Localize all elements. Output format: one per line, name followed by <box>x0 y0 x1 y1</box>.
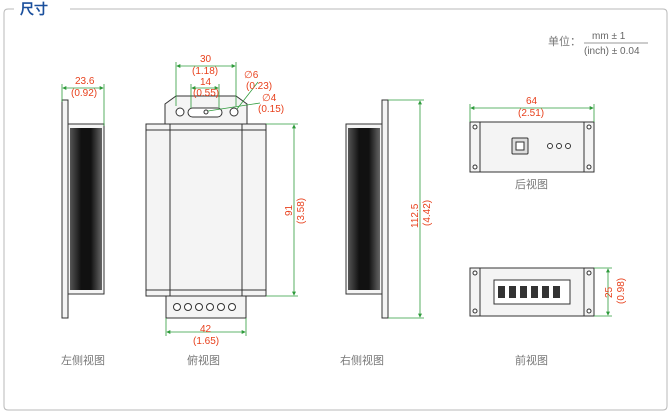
top-height-mm: 91 <box>284 204 295 216</box>
right-view-label: 右侧视图 <box>340 353 384 367</box>
right-side-view: 112.5 (4.42) 右侧视图 <box>340 99 433 367</box>
left-width-mm: 23.6 <box>75 76 95 87</box>
unit-label: 单位： <box>548 34 581 48</box>
unit-denominator: (inch) ± 0.04 <box>584 46 640 57</box>
led-icon <box>547 143 553 149</box>
right-height-in: (4.42) <box>422 200 433 226</box>
top-slot-mm: 14 <box>200 77 212 88</box>
rear-view-label: 后视图 <box>515 177 548 191</box>
top-hole-dia-mm: ∅6 <box>244 70 259 81</box>
top-slot-in: (0.55) <box>193 88 219 99</box>
front-view: 25 (0.98) 前视图 <box>469 267 627 367</box>
rear-view: 64 (2.51) 后视图 <box>469 96 595 191</box>
top-hole-span-mm: 30 <box>200 54 212 65</box>
top-hole-span-in: (1.18) <box>192 66 218 77</box>
terminal-screws <box>173 303 236 311</box>
top-height-in: (3.58) <box>296 198 307 224</box>
right-height-mm: 112.5 <box>410 203 421 228</box>
top-small-dia-mm: ∅4 <box>262 93 277 104</box>
top-small-dia-in: (0.15) <box>258 104 284 115</box>
top-bottom-mm: 42 <box>200 324 212 335</box>
front-height-mm: 25 <box>604 286 615 298</box>
left-width-in: (0.92) <box>71 88 97 99</box>
front-view-label: 前视图 <box>515 353 548 367</box>
rear-width-in: (2.51) <box>518 108 544 119</box>
top-view: 30 (1.18) 14 (0.55) ∅6 (0.23) ∅4 (0.15) … <box>145 54 307 367</box>
top-bottom-in: (1.65) <box>193 336 219 347</box>
left-side-view: 23.6 (0.92) 左侧视图 <box>61 76 105 367</box>
left-view-label: 左侧视图 <box>61 353 105 367</box>
page-title: 尺寸 <box>20 1 48 18</box>
top-view-label: 俯视图 <box>187 353 220 367</box>
led-icon <box>556 143 562 149</box>
unit-legend: 单位： mm ± 1 (inch) ± 0.04 <box>548 31 648 57</box>
outer-frame <box>3 8 668 411</box>
rear-width-mm: 64 <box>526 96 538 107</box>
led-icon <box>565 143 571 149</box>
unit-numerator: mm ± 1 <box>592 31 626 42</box>
top-hole-dia-in: (0.23) <box>246 81 272 92</box>
front-height-in: (0.98) <box>616 278 627 304</box>
